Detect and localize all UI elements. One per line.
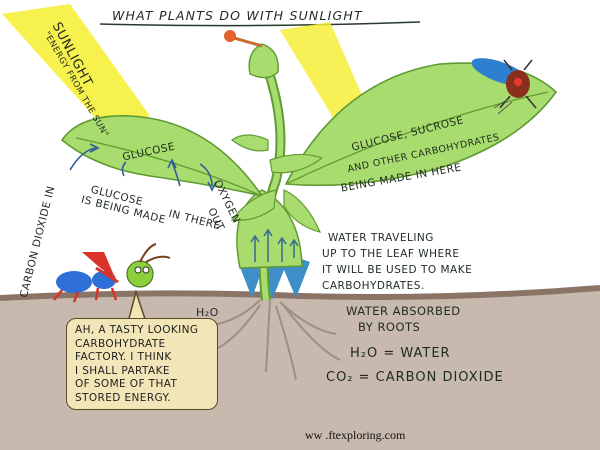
small-leaf (230, 189, 277, 221)
title-underline (99, 21, 421, 27)
pistil (224, 30, 236, 42)
sun-ray-icon (280, 22, 372, 126)
co2-formula: CO₂ = CARBON DIOXIDE (326, 370, 504, 385)
sun-ray-icon (2, 4, 150, 132)
small-leaf (230, 134, 269, 152)
water-traveling-line-2: UP TO THE LEAF WHERE (322, 248, 460, 260)
speech-line: STORED ENERGY. (75, 391, 171, 404)
small-leaf (269, 153, 324, 174)
soil-surface (0, 285, 600, 301)
flower-bud-icon (248, 43, 279, 79)
water-absorbed-line-2: BY ROOTS (358, 320, 421, 334)
speech-line: FACTORY. I THINK (75, 351, 172, 363)
water-traveling-line-1: WATER TRAVELING (328, 232, 434, 244)
water-traveling-line-3: IT WILL BE USED TO MAKE (322, 264, 473, 276)
diagram-title: WHAT PLANTS DO WITH SUNLIGHT (112, 8, 363, 23)
ant-icon (53, 243, 171, 303)
arrow-icon (69, 143, 217, 192)
speech-bubble: AH, A TASTY LOOKING CARBOHYDRATE FACTORY… (66, 318, 218, 410)
beetle-icon (471, 58, 537, 115)
website-link[interactable]: ww .ftexploring.com (305, 428, 406, 442)
water-absorbed-line-1: WATER ABSORBED (346, 304, 461, 318)
speech-line: I SHALL PARTAKE (75, 364, 170, 377)
small-leaf (283, 189, 322, 233)
arrow-icon (250, 228, 299, 262)
speech-line: CARBOHYDRATE (75, 337, 166, 350)
h2o-root-label: H₂O (196, 306, 219, 319)
speech-line: OF SOME OF THAT (75, 378, 178, 390)
water-traveling-line-4: CARBOHYDRATES. (322, 280, 425, 292)
right-leaf (284, 62, 558, 187)
speech-line: AH, A TASTY LOOKING (75, 324, 199, 336)
h2o-formula: H₂O = WATER (350, 346, 451, 361)
